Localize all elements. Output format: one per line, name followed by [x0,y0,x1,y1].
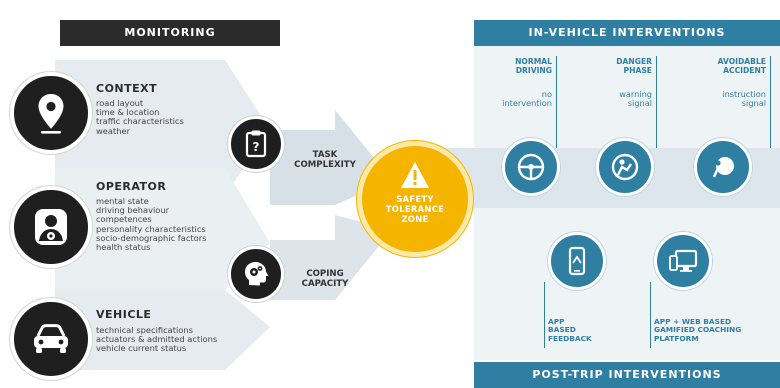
location-pin-icon [38,94,64,134]
normal-driving-title: NORMAL DRIVING [515,57,552,75]
svg-text:?: ? [253,140,260,154]
normal-driving-sub: no intervention [502,89,552,109]
list-item: socio-demographic factors [96,232,207,243]
post-trip-header: POST-TRIP INTERVENTIONS [474,362,780,388]
monitoring-header: MONITORING [60,20,280,46]
clipboard-question-icon: ? [245,130,267,158]
web-platform-circle [654,232,712,290]
post-trip-connector [650,282,651,348]
car-icon [34,324,68,353]
task-complexity-circle: ? [228,116,284,172]
app-feedback-circle [548,232,606,290]
web-platform-label: APP + WEB BASED GAMIFIED COACHING PLATFO… [654,317,742,343]
vehicle-circle [10,298,92,380]
list-item: time & location [96,107,160,118]
normal-driving-circle [502,138,560,196]
list-item: health status [96,242,151,253]
task-complexity-label: TASK COMPLEXITY [294,150,356,170]
monitor-phone-icon [669,249,698,272]
zone-line: SAFETY [396,194,434,204]
smartphone-icon [568,246,586,276]
column-divider [556,56,557,148]
app-feedback-label: APP BASED FEEDBACK [548,317,592,343]
list-item: personality characteristics [96,223,206,234]
avoidable-accident-sub: instruction signal [722,89,766,109]
zone-line: TOLERANCE [385,204,445,214]
steering-driver-icon [517,153,545,181]
list-item: weather [96,125,131,136]
driver-warning-icon [611,153,639,181]
vehicle-title: VEHICLE [96,308,152,321]
list-item: actuators & admitted actions [96,334,218,345]
list-item: mental state [96,196,149,206]
danger-phase-circle [596,138,654,196]
operator-list: mental state driving behaviour competenc… [96,196,207,253]
in-vehicle-header: IN-VEHICLE INTERVENTIONS [474,20,780,46]
list-item: driving behaviour [96,205,170,216]
operator-title: OPERATOR [96,180,167,193]
column-divider [656,56,657,148]
danger-phase-title: DANGER PHASE [616,57,652,75]
coping-capacity-label: COPING CAPACITY [301,269,349,289]
danger-phase-sub: warning signal [619,89,652,109]
list-item: vehicle current status [96,343,187,354]
list-item: traffic characteristics [96,116,184,127]
operator-circle [10,186,92,268]
operator-chevron [55,168,270,290]
context-chevron [55,60,270,195]
post-trip-connector [544,282,545,348]
zone-line: ZONE [401,214,429,224]
head-gears-icon [245,262,269,286]
driver-icon [35,209,67,245]
avoidable-accident-circle [694,138,752,196]
context-circle [10,72,92,154]
context-title: CONTEXT [96,82,158,95]
context-list: road layout time & location traffic char… [96,98,184,136]
vehicle-chevron [55,290,270,370]
safety-tolerance-zone: SAFETY TOLERANCE ZONE [362,146,468,252]
vehicle-list: technical specifications actuators & adm… [96,325,218,354]
list-item: competences [96,214,152,225]
avoidable-accident-title: AVOIDABLE ACCIDENT [717,57,766,75]
list-item: road layout [96,98,144,108]
warning-icon [401,162,429,188]
list-item: technical specifications [96,325,193,335]
column-divider [770,56,771,148]
coping-capacity-circle [228,246,284,302]
airbag-icon [712,157,734,178]
